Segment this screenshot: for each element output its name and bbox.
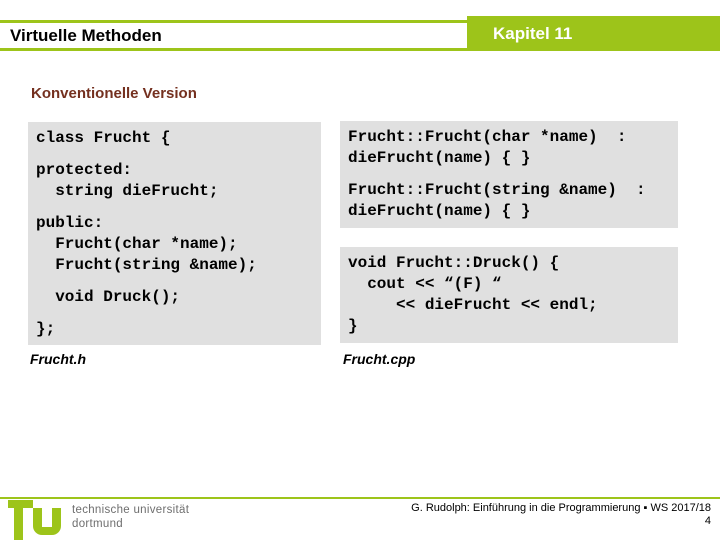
code-line — [36, 308, 321, 319]
file-label-frucht-h: Frucht.h — [30, 351, 86, 367]
code-line — [36, 202, 321, 213]
code-box-frucht-cpp-druck: void Frucht::Druck() { cout << “(F) “ <<… — [340, 247, 678, 343]
footer-rule — [0, 497, 720, 499]
header-top-rule — [0, 20, 720, 23]
code-line: void Druck(); — [36, 288, 181, 306]
code-line: dieFrucht(name) { } — [348, 149, 531, 167]
credit-text: G. Rudolph: Einführung in die Programmie… — [411, 502, 711, 514]
code-line: dieFrucht(name) { } — [348, 202, 531, 220]
code-line: class Frucht { — [36, 129, 171, 147]
tu-logo-u — [33, 508, 61, 535]
chapter-banner: Kapitel 11 — [467, 16, 720, 51]
university-name: technische universität dortmund — [72, 503, 189, 531]
code-line: Frucht(string &name); — [36, 256, 257, 274]
code-line: cout << “(F) “ — [348, 275, 502, 293]
code-box-frucht-cpp-constructors: Frucht::Frucht(char *name) :dieFrucht(na… — [340, 121, 678, 228]
code-box-frucht-h: class Frucht { protected: string dieFruch… — [28, 122, 321, 345]
page-number: 4 — [704, 515, 711, 527]
code-line: public: — [36, 214, 104, 232]
chapter-label: Kapitel 11 — [493, 23, 573, 43]
code-line: void Frucht::Druck() { — [348, 254, 560, 272]
code-line: }; — [36, 320, 56, 338]
code-line: string dieFrucht; — [36, 182, 219, 200]
university-name-line1: technische universität — [72, 504, 190, 516]
code-line — [348, 169, 678, 180]
file-label-frucht-cpp: Frucht.cpp — [343, 351, 416, 367]
university-name-line2: dortmund — [72, 518, 123, 530]
code-line: Frucht(char *name); — [36, 235, 238, 253]
section-heading: Konventionelle Version — [31, 85, 197, 102]
tu-dortmund-logo-icon — [8, 500, 68, 540]
code-line: Frucht::Frucht(char *name) : — [348, 128, 627, 146]
code-line: } — [348, 317, 358, 335]
code-line — [36, 149, 321, 160]
code-line: protected: — [36, 161, 133, 179]
code-line — [36, 276, 321, 287]
header-bottom-rule — [0, 48, 720, 51]
footer-credit: G. Rudolph: Einführung in die Programmie… — [411, 502, 711, 528]
tu-logo-t-stem — [14, 500, 23, 540]
page-title: Virtuelle Methoden — [10, 25, 162, 45]
code-line: Frucht::Frucht(string &name) : — [348, 181, 646, 199]
code-line: << dieFrucht << endl; — [348, 296, 598, 314]
